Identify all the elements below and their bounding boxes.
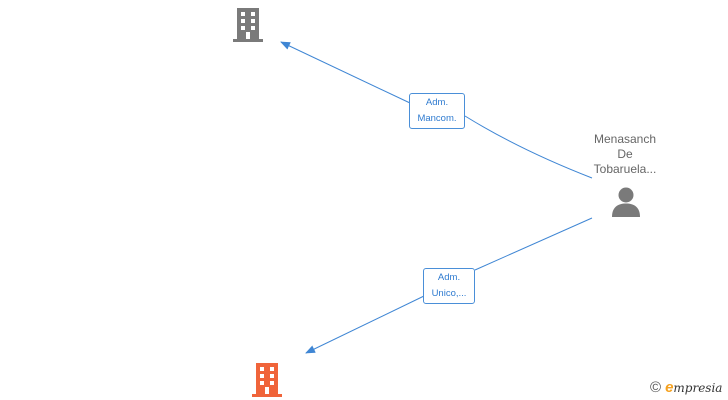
copyright-icon: © <box>650 379 662 396</box>
brand-logo: empresia <box>665 379 722 396</box>
building-icon[interactable] <box>232 8 264 42</box>
edge-line-top <box>281 42 593 179</box>
person-icon[interactable] <box>610 186 642 218</box>
building-icon[interactable] <box>251 363 283 397</box>
edge-label-bottom[interactable]: Adm. Unico,... <box>423 268 475 304</box>
brand-initial: e <box>665 379 674 396</box>
edge-label-line: Unico,... <box>431 288 467 299</box>
edge-line-bottom <box>306 217 593 353</box>
person-name[interactable]: Menasanch De Tobaruela... <box>580 132 670 177</box>
person-name-line: De <box>617 147 633 161</box>
person-name-line: Menasanch <box>593 132 657 146</box>
edge-label-line: Adm. <box>425 97 449 108</box>
brand-name: mpresia <box>673 381 723 395</box>
brand-watermark: © empresia <box>650 379 722 396</box>
edge-label-line: Adm. <box>437 272 461 283</box>
edge-label-top[interactable]: Adm. Mancom. <box>409 93 465 129</box>
person-name-line: Tobaruela... <box>593 162 657 176</box>
edge-label-line: Mancom. <box>417 113 457 124</box>
